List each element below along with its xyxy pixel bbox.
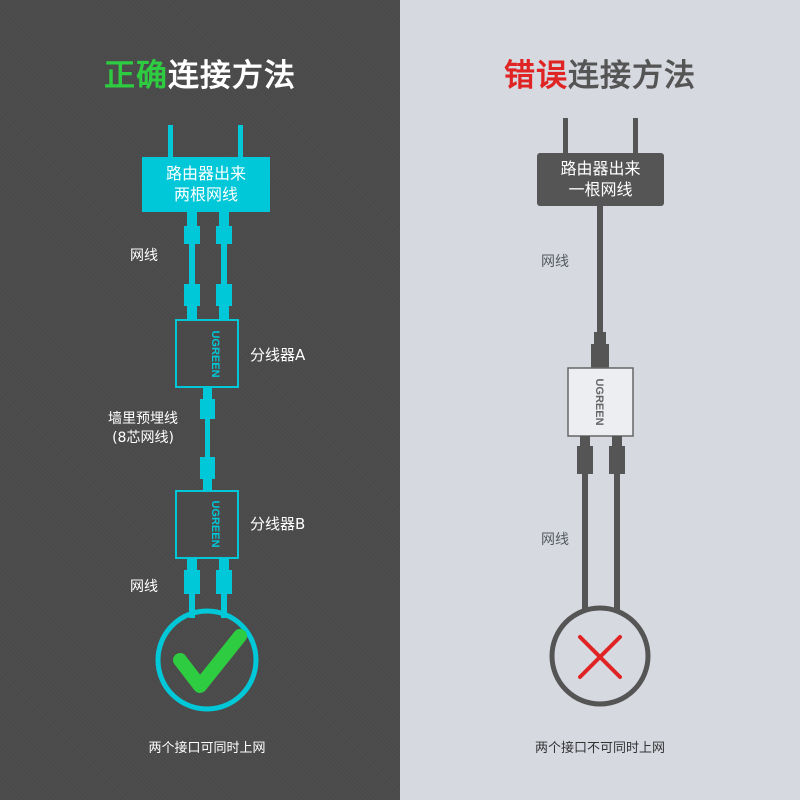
splitter-a-label: 分线器A [250,346,306,364]
splitter-a-brand: UGREEN [209,330,221,377]
left-caption: 两个接口可同时上网 [148,741,266,756]
wrong-method-title: 错误连接方法 [504,58,696,94]
right-top-cable [591,206,609,368]
wall-cable-line1: 墙里预埋线 [108,411,178,427]
right-splitter-device: UGREEN [567,367,634,437]
left-cable-label-bottom: 网线 [130,579,158,595]
right-bottom-cables [577,436,625,610]
check-icon [155,608,259,712]
right-router-box [537,118,664,206]
wall-cable-line2: (8芯网线) [112,430,174,446]
right-router-box-text: 路由器出来 一根网线 [537,158,664,200]
right-cable-label-bottom: 网线 [541,532,569,548]
right-router-line1: 路由器出来 [560,159,641,178]
splitter-b-brand: UGREEN [209,500,221,547]
left-router-line2: 两根网线 [173,185,238,204]
splitter-b-label: 分线器B [250,515,306,533]
wall-cable-label: 墙里预埋线 (8芯网线) [108,410,178,448]
right-cable-label-top: 网线 [541,254,569,270]
right-splitter-brand: UGREEN [593,378,605,425]
cross-icon [549,605,651,707]
right-router-line2: 一根网线 [568,180,633,199]
splitter-a-device: UGREEN [175,319,239,388]
left-cable-label-top: 网线 [130,248,158,264]
left-bottom-cables [184,558,232,618]
right-caption: 两个接口不可同时上网 [534,741,665,756]
left-router-box-text: 路由器出来 两根网线 [142,163,270,205]
splitter-b-device: UGREEN [175,490,239,559]
left-router-line1: 路由器出来 [165,164,246,183]
left-router-box [142,125,270,212]
wall-cable [200,387,215,491]
correct-method-title: 正确连接方法 [104,58,296,94]
left-top-cables [184,212,232,320]
